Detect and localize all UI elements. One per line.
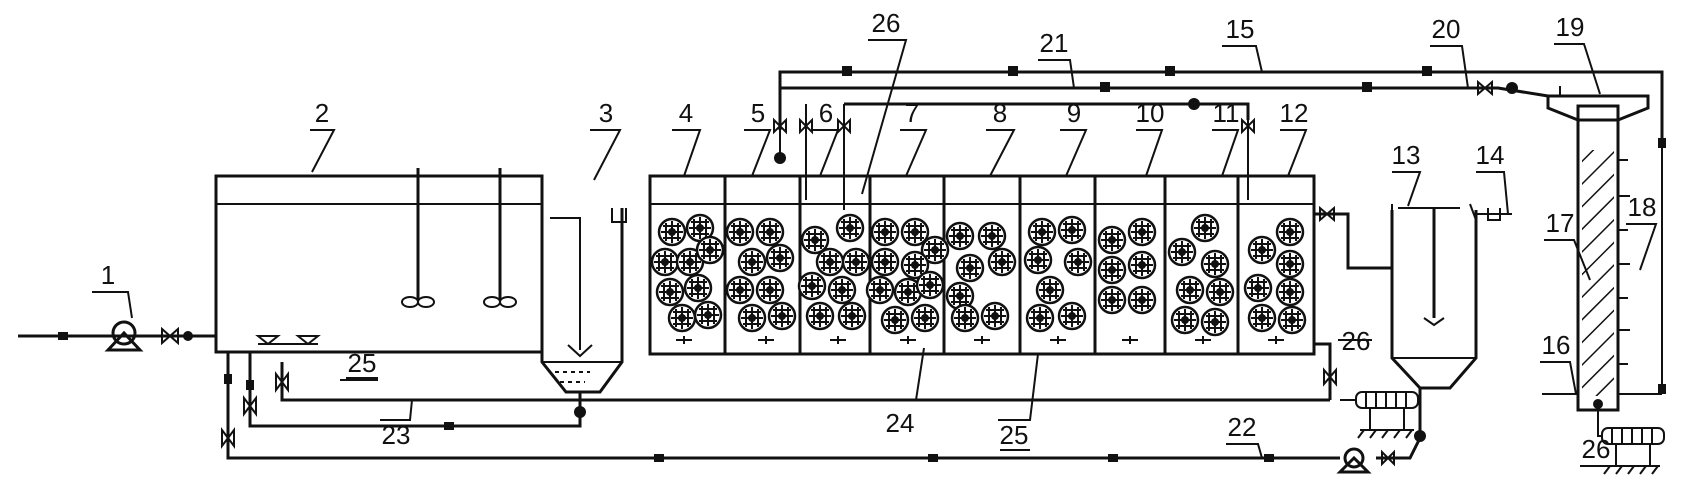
component-labels: 1 2 3 4 5 6 7 8 9 10 11 12 13 14 15 16 1… bbox=[101, 8, 1657, 464]
label-11: 11 bbox=[1213, 98, 1240, 128]
label-10: 10 bbox=[1136, 98, 1165, 128]
label-6: 6 bbox=[819, 98, 833, 128]
label-21: 21 bbox=[1040, 28, 1069, 58]
label-8: 8 bbox=[993, 98, 1007, 128]
label-14: 14 bbox=[1476, 140, 1505, 170]
inlet-valve bbox=[161, 326, 193, 346]
label-7: 7 bbox=[905, 98, 919, 128]
leader-lines bbox=[92, 39, 1658, 467]
label-23: 23 bbox=[382, 420, 411, 450]
label-2: 2 bbox=[315, 98, 329, 128]
air-blower-filter bbox=[1597, 404, 1665, 475]
label-26-top: 26 bbox=[872, 8, 901, 38]
label-13: 13 bbox=[1392, 140, 1421, 170]
label-12: 12 bbox=[1280, 98, 1309, 128]
bottom-pipes bbox=[221, 342, 1426, 474]
label-5: 5 bbox=[751, 98, 765, 128]
top-air-pipes bbox=[773, 66, 1664, 210]
label-25-left: 25 bbox=[348, 348, 377, 378]
label-16: 16 bbox=[1542, 330, 1571, 360]
secondary-settling-tank bbox=[1390, 203, 1512, 390]
label-18: 18 bbox=[1628, 192, 1657, 222]
label-17: 17 bbox=[1546, 208, 1575, 238]
label-1: 1 bbox=[101, 260, 115, 290]
label-underlines bbox=[346, 377, 1030, 451]
air-blower-reactor bbox=[1340, 391, 1419, 439]
bioreactor bbox=[648, 174, 1316, 356]
label-24: 24 bbox=[886, 408, 915, 438]
label-22: 22 bbox=[1228, 412, 1257, 442]
reactor-outlet-pipe bbox=[1314, 205, 1392, 270]
label-4: 4 bbox=[679, 98, 693, 128]
regulating-tank bbox=[214, 168, 544, 354]
label-26-filter-blower: 26 bbox=[1582, 434, 1611, 464]
label-15: 15 bbox=[1226, 14, 1255, 44]
label-9: 9 bbox=[1067, 98, 1081, 128]
label-26-reactor-blower: 26 bbox=[1342, 326, 1371, 356]
label-3: 3 bbox=[599, 98, 613, 128]
label-19: 19 bbox=[1556, 12, 1585, 42]
inlet-pump bbox=[104, 320, 144, 352]
primary-settling-tank bbox=[540, 208, 627, 394]
label-25-middle: 25 bbox=[1000, 420, 1029, 450]
label-20: 20 bbox=[1432, 14, 1461, 44]
